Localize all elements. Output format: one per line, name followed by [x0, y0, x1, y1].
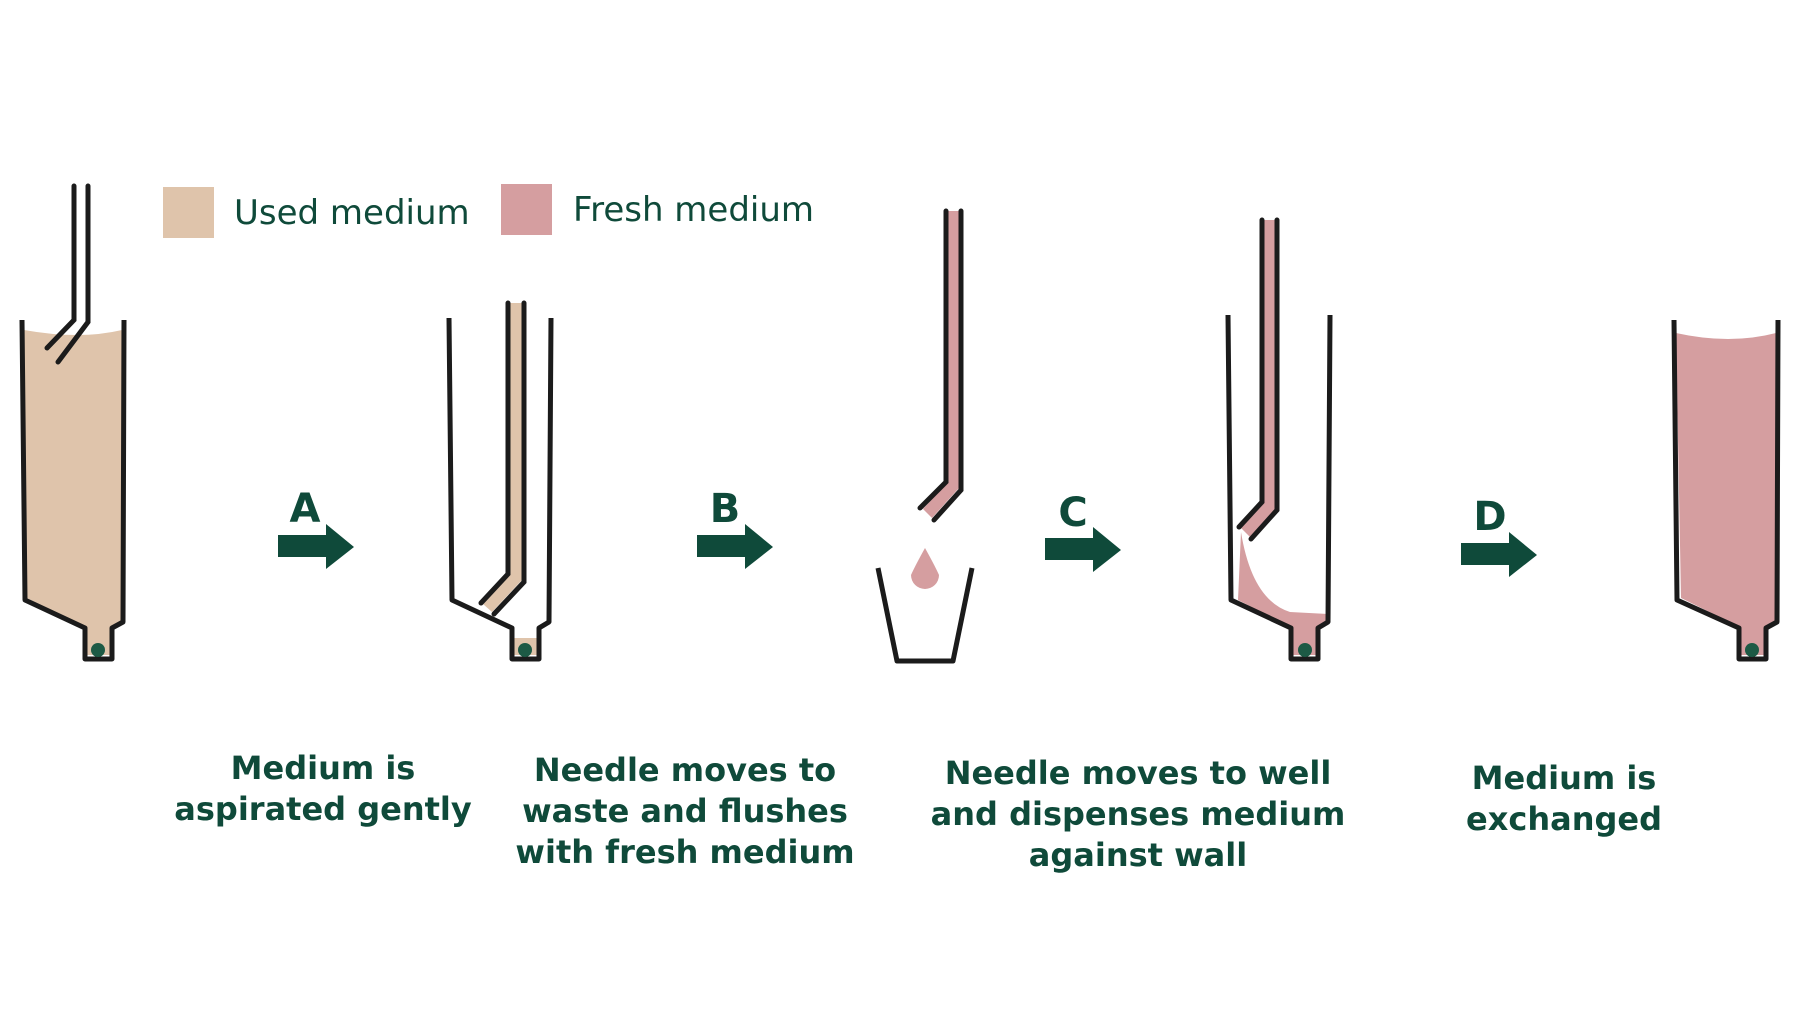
step-d-letter: D	[1473, 494, 1506, 540]
step-b-caption-line-2: waste and flushes	[522, 792, 848, 830]
well-3-needle	[1236, 217, 1280, 542]
legend: Used medium Fresh medium	[163, 184, 814, 238]
fresh-medium-drop	[911, 548, 939, 589]
step-b-caption-line-3: with fresh medium	[515, 833, 854, 871]
fresh-medium-label: Fresh medium	[573, 190, 814, 230]
step-b-caption: Needle moves to waste and flushes with f…	[515, 751, 854, 871]
step-d-arrow-icon	[1461, 532, 1537, 577]
step-c-caption-line-1: Needle moves to well	[945, 754, 1332, 792]
step-c-caption: Needle moves to well and dispenses mediu…	[931, 754, 1346, 874]
step-c-caption-line-2: and dispenses medium	[931, 795, 1346, 833]
used-medium-label: Used medium	[234, 193, 470, 233]
step-b-arrow-icon	[697, 524, 773, 569]
well-3-cell-dot	[1298, 643, 1312, 657]
well-4-cell-dot	[1745, 643, 1759, 657]
well-3-outline	[1225, 314, 1333, 662]
well-1-outline	[19, 319, 127, 662]
well-1-needle	[44, 183, 91, 365]
step-a-caption-line-2: aspirated gently	[174, 790, 472, 828]
well-3-needle-fill	[1241, 220, 1276, 537]
well-1-used-medium	[19, 183, 127, 662]
step-d-caption: Medium is exchanged	[1466, 759, 1662, 838]
step-c-caption-line-3: against wall	[1029, 836, 1247, 874]
used-medium-swatch	[163, 187, 214, 238]
well-2-cell-dot	[518, 643, 532, 657]
well-4-fill	[1676, 333, 1776, 655]
step-a-caption: Medium is aspirated gently	[174, 749, 472, 828]
waste-needle-fill	[923, 211, 959, 518]
step-a-letter: A	[290, 486, 321, 532]
step-c-arrow-group: C	[1045, 490, 1121, 572]
step-d-caption-line-1: Medium is	[1472, 759, 1657, 797]
step-a-caption-line-1: Medium is	[231, 749, 416, 787]
step-b-letter: B	[710, 486, 741, 532]
well-3-dispensing	[1225, 217, 1333, 662]
step-a-arrow-group: A	[278, 486, 354, 569]
step-c-arrow-icon	[1045, 527, 1121, 572]
well-2-emptied	[446, 300, 554, 662]
well-1-fill	[24, 330, 122, 655]
step-d-caption-line-2: exchanged	[1466, 800, 1662, 838]
well-1-cell-dot	[91, 643, 105, 657]
step-a-arrow-icon	[278, 524, 354, 569]
step-d-arrow-group: D	[1461, 494, 1537, 577]
waste-cup-outline	[875, 567, 975, 664]
well-4-fresh-medium	[1671, 319, 1781, 662]
well-4-outline	[1671, 319, 1781, 662]
waste-flush	[875, 208, 975, 664]
well-3-wall-fill	[1238, 532, 1328, 655]
step-b-caption-line-1: Needle moves to	[534, 751, 836, 789]
well-2-needle-fill	[483, 303, 522, 612]
well-2-outline	[446, 317, 554, 662]
step-b-arrow-group: B	[697, 486, 773, 569]
step-c-letter: C	[1058, 490, 1087, 536]
waste-needle	[917, 208, 964, 523]
well-2-needle	[478, 300, 527, 617]
fresh-medium-swatch	[501, 184, 552, 235]
